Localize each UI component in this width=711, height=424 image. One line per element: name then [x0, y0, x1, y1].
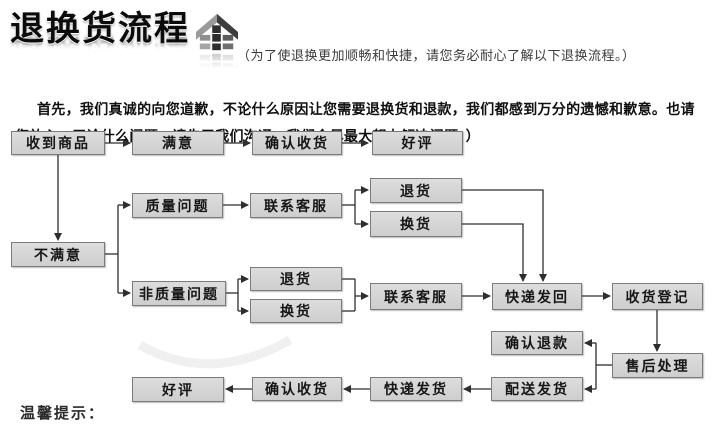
- flow-node-exchange-quality: 换货: [370, 211, 462, 237]
- flow-node-good-review-top: 好评: [372, 131, 463, 155]
- flow-node-confirm-refund: 确认退款: [491, 331, 583, 355]
- flow-node-received: 收到商品: [11, 131, 105, 155]
- flow-node-return-quality: 退货: [370, 178, 462, 203]
- flow-node-contact-cs-quality: 联系客服: [250, 193, 342, 218]
- flow-node-exchange-nonquality: 换货: [250, 299, 342, 323]
- flow-node-quality-issue: 质量问题: [132, 193, 223, 218]
- flow-node-express-delivery: 快递发货: [370, 377, 462, 401]
- flow-node-dispatch-delivery: 配送发货: [491, 377, 583, 401]
- background-watermark: [137, 336, 293, 369]
- header: 退换货流程: [10, 10, 238, 59]
- flow-node-satisfied: 满意: [132, 131, 224, 155]
- flow-node-ship-back: 快递发回: [492, 283, 582, 310]
- home-logo-icon: [196, 12, 238, 59]
- flow-node-contact-cs-nonquality: 联系客服: [370, 283, 462, 310]
- flow-node-confirm-receipt-bottom: 确认收货: [252, 377, 342, 401]
- flow-node-aftersale-processing: 售后处理: [612, 353, 703, 378]
- flow-node-confirm-receipt-top: 确认收货: [252, 131, 342, 155]
- header-note: （为了使退换更加顺畅和快捷，请您务必耐心了解以下退换流程。）: [237, 48, 636, 63]
- flow-node-return-nonquality: 退货: [250, 267, 342, 291]
- flow-node-good-review-bottom: 好评: [132, 377, 224, 402]
- page-title: 退换货流程: [10, 10, 190, 48]
- flow-node-non-quality-issue: 非质量问题: [132, 281, 226, 306]
- footer-tip-label: 温馨提示：: [20, 405, 106, 422]
- flow-node-receipt-registration: 收货登记: [612, 283, 703, 310]
- intro-paragraph: 首先，我们真诚的向您道歉，不论什么原因让您需要退换货和退款，我们都感到万分的遗憾…: [15, 101, 695, 144]
- flow-node-unsatisfied: 不满意: [11, 242, 105, 267]
